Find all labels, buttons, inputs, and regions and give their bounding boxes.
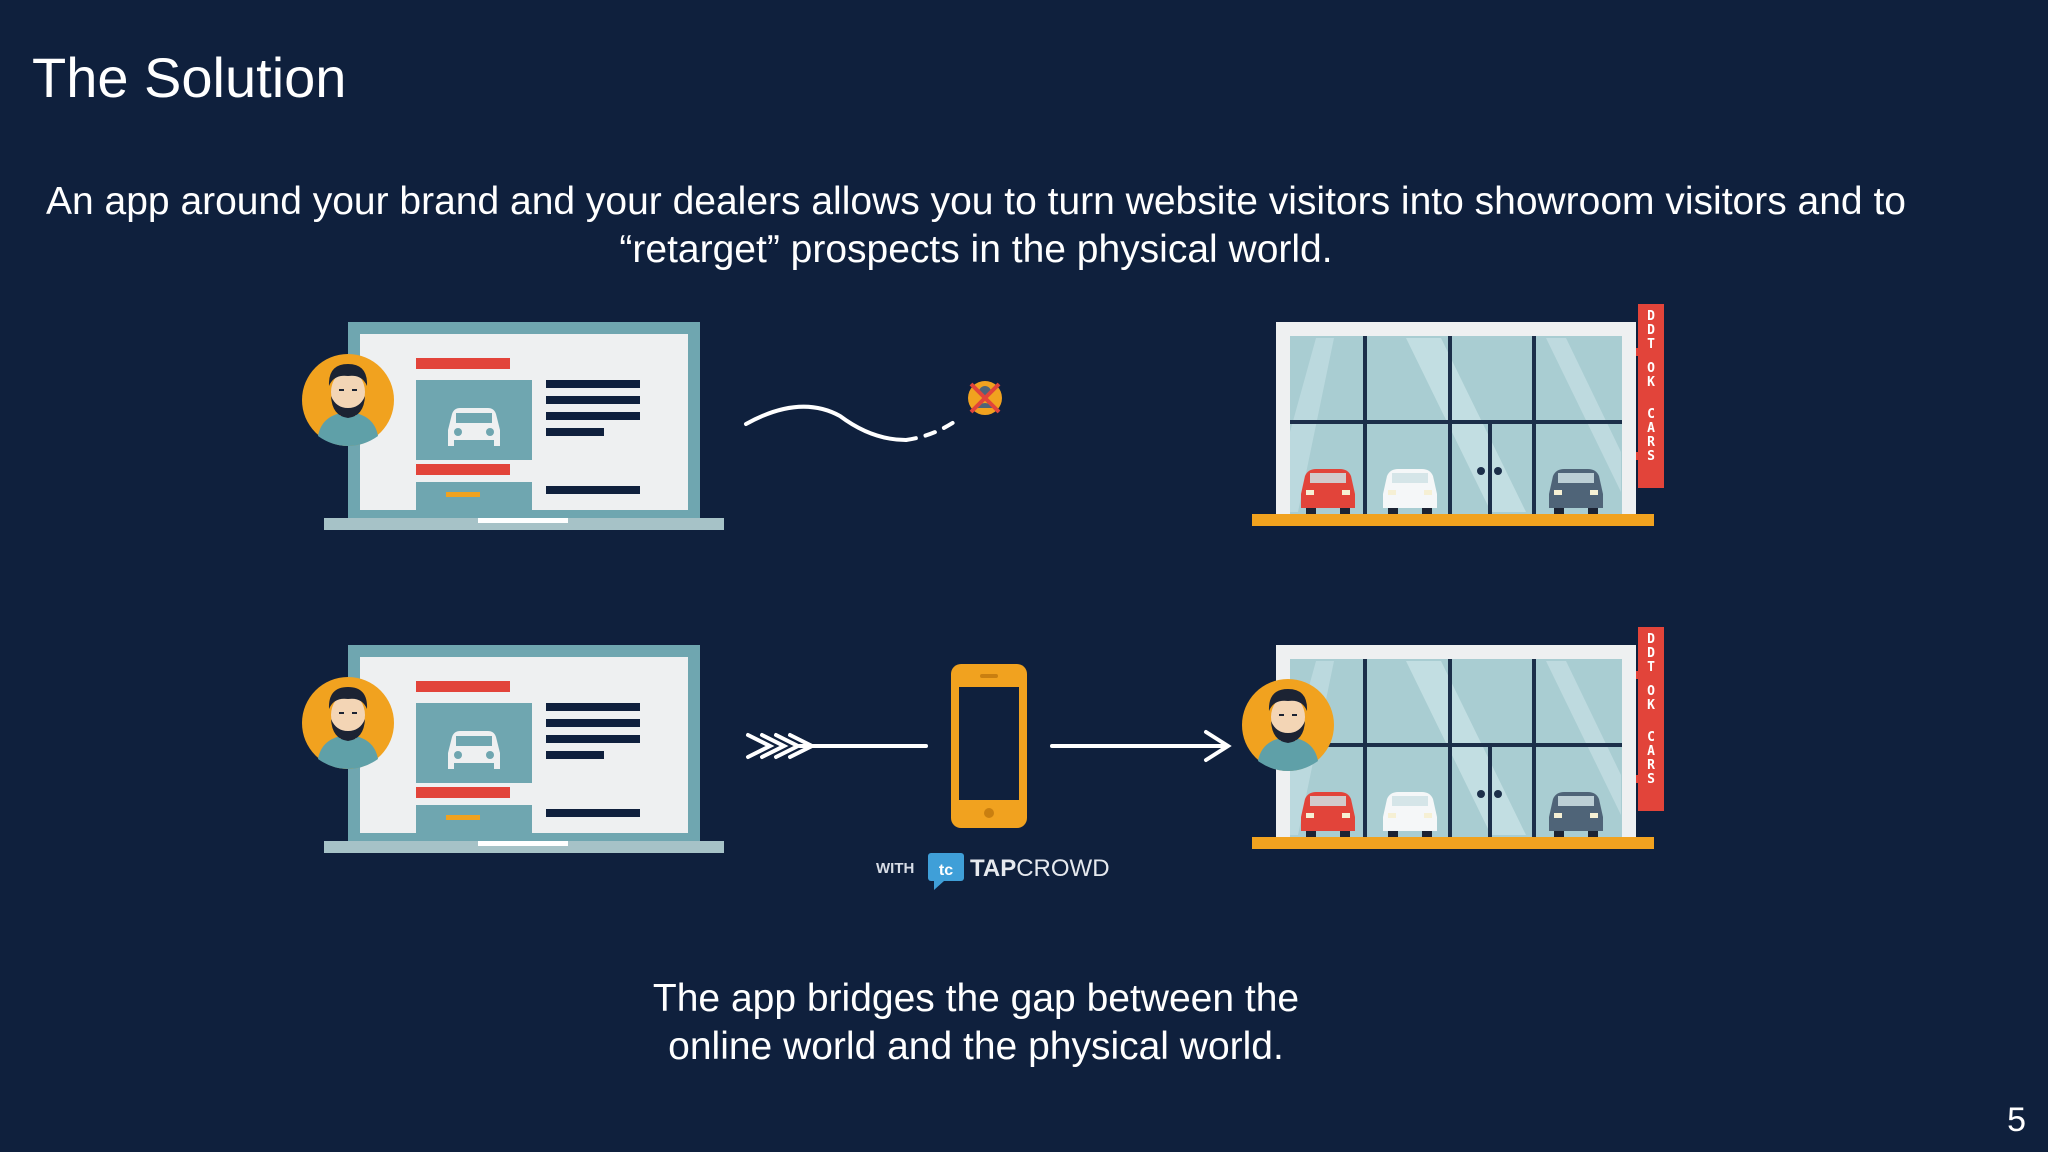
visitor-avatar-icon [302,354,394,446]
slide-caption: The app bridges the gap between the onli… [500,975,1452,1071]
wandering-path-dashed [904,416,962,442]
badge-prefix: WITH [876,860,914,877]
tapcrowd-logo-icon: tc [928,853,964,890]
tapcrowd-badge: WITH tc TAPCROWD [876,853,1110,890]
svg-text:TAPCROWD: TAPCROWD [970,855,1110,882]
visitor-in-showroom-avatar-icon [1242,679,1334,771]
right-arrow-icon [1050,730,1232,762]
caption-line-2: online world and the physical world. [668,1025,1284,1068]
badge-brand-bold: TAP [970,855,1016,882]
smartphone-icon [951,664,1027,828]
wandering-path [744,404,908,442]
visitor-avatar-icon [302,677,394,769]
fast-arrow-icon [746,733,928,759]
subtitle-line-1: An app around your brand and your dealer… [46,180,1906,223]
subtitle-line-2: “retarget” prospects in the physical wor… [619,228,1333,271]
showroom-store-icon [1252,304,1664,526]
crossed-out-user-icon [968,381,1002,415]
caption-line-1: The app bridges the gap between the [652,977,1300,1020]
svg-text:tc: tc [939,862,953,879]
top-row [302,304,1664,530]
page-number: 5 [2007,1101,2026,1139]
badge-brand-regular: CROWD [1016,855,1109,882]
bottom-row: WITH tc TAPCROWD [302,627,1664,890]
slide-subtitle: An app around your brand and your dealer… [0,178,1952,274]
slide-title: The Solution [32,46,347,109]
